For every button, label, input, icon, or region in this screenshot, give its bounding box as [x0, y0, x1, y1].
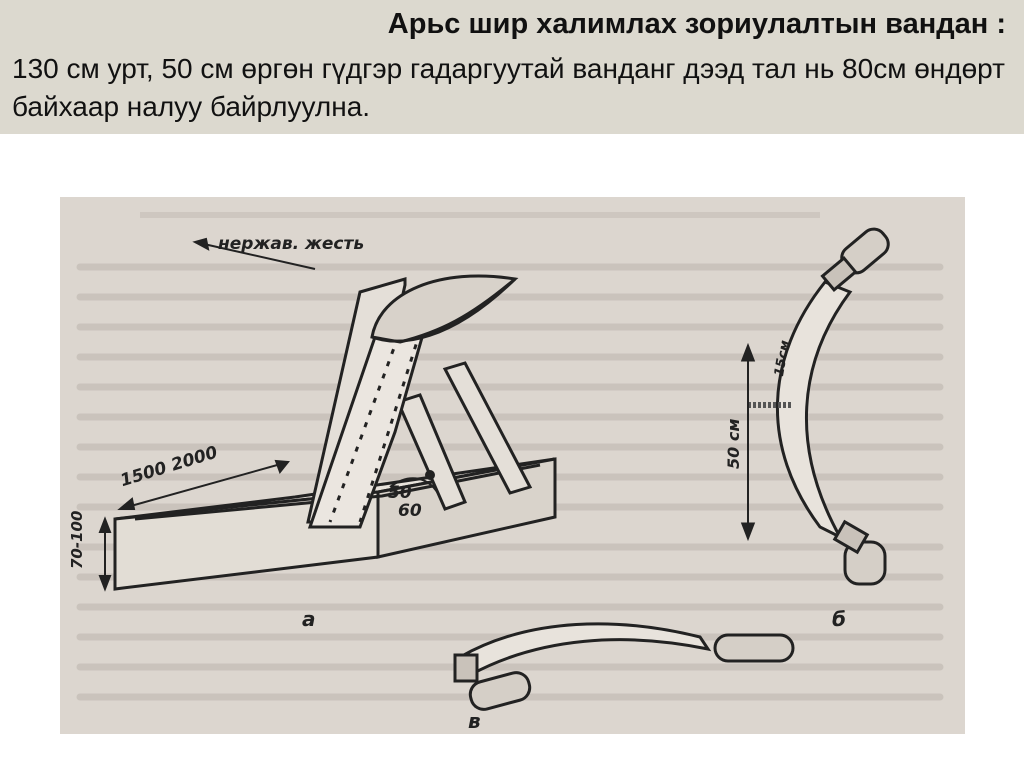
tool-length-label: 50 см	[724, 418, 743, 469]
angle-arc	[389, 470, 441, 498]
angle-b-label: 60	[398, 501, 422, 521]
slide-title: Арьс шир халимлах зориулалтын вандан :	[387, 8, 1006, 40]
bench-drawing	[76, 212, 944, 711]
title-box: Арьс шир халимлах зориулалтын вандан : 1…	[0, 0, 1024, 134]
angle-a-label: 50	[388, 483, 412, 503]
material-label: нержав. жесть	[218, 234, 365, 254]
curved-knife-b	[740, 227, 890, 586]
dimension-lines	[98, 237, 316, 592]
height-dimension-label: 70-100	[68, 510, 86, 569]
bench-illustration: нержав. жесть 1500 2000 70-100 50 60 50 …	[60, 197, 965, 734]
curved-knife-v	[453, 622, 795, 711]
figure-label-a: а	[302, 607, 316, 631]
figure-label-v: в	[468, 709, 481, 733]
figure-label-b: б	[832, 607, 846, 631]
slanted-board	[307, 274, 519, 529]
slide-body-text: 130 см урт, 50 см өргөн гүдгэр гадаргуут…	[12, 53, 1005, 122]
